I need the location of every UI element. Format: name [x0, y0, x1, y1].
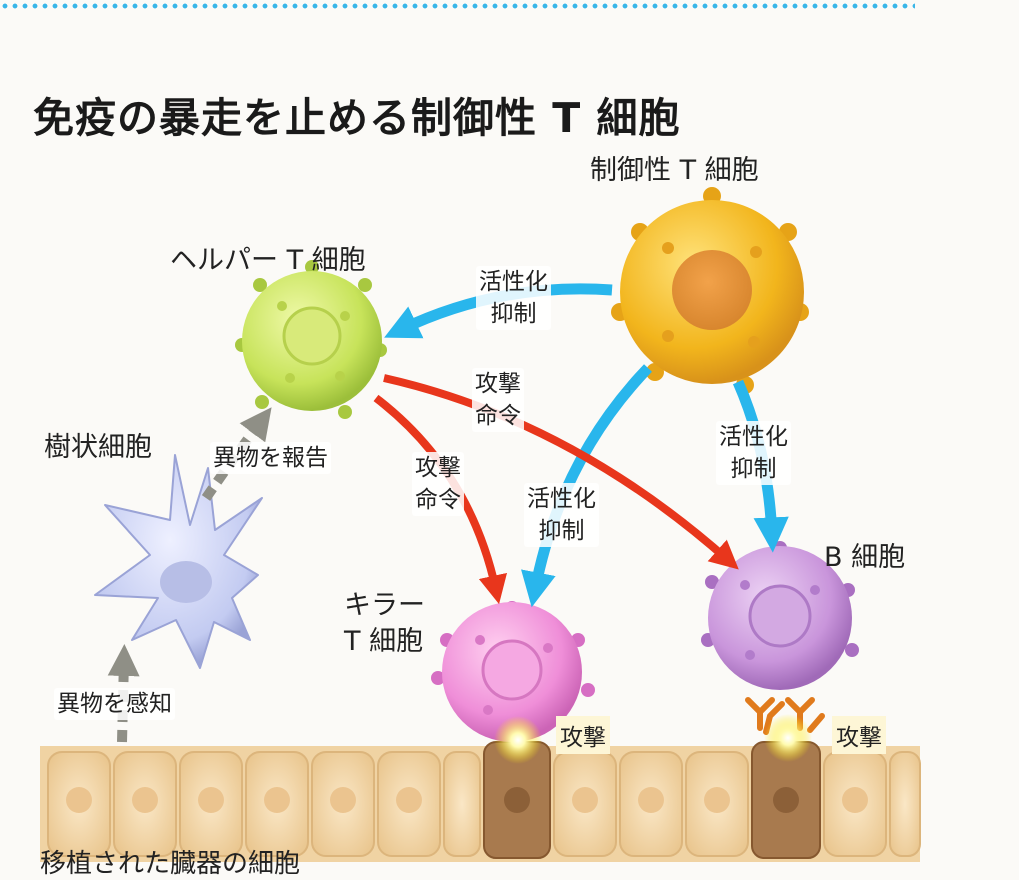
label-dendritic-cell: 樹状細胞 [44, 432, 152, 463]
label-helper-t-cell: ヘルパー T 細胞 [170, 245, 366, 276]
organ-tissue [40, 741, 921, 862]
attack-glow-1 [494, 716, 542, 764]
immune-diagram [40, 187, 921, 862]
dendritic-cell [94, 454, 263, 669]
label-suppression: 抑制 [730, 456, 777, 482]
label-regulatory-t-cell: 制御性 T 細胞 [590, 155, 759, 186]
label-killer-t-line2: T 細胞 [344, 626, 424, 657]
arrow-helper-to-b [383, 374, 739, 570]
label-order-word: 命令 [475, 403, 521, 429]
label-attack-order-b: 攻撃 命令 [472, 368, 524, 432]
label-sense-foreign: 異物を感知 [54, 688, 175, 720]
label-activation-suppression-helper: 活性化 抑制 [476, 266, 551, 330]
regulatory-t-cell [611, 187, 809, 394]
label-killer-t-line1: キラー [344, 590, 425, 621]
label-attack-killer: 攻撃 [556, 716, 610, 754]
label-report-foreign: 異物を報告 [210, 442, 331, 474]
helper-t-cell [235, 260, 387, 419]
label-attack-word: 攻撃 [475, 371, 521, 397]
label-attack-order-killer: 攻撃 命令 [412, 452, 464, 516]
label-order-word: 命令 [415, 487, 461, 513]
attack-glow-2 [764, 714, 812, 762]
tissue-cell-row [47, 741, 921, 859]
top-dotted-rule [0, 3, 915, 9]
label-activation-suppression-killer: 活性化 抑制 [524, 483, 599, 547]
label-attack-b: 攻撃 [832, 716, 886, 754]
killer-t-cell [431, 601, 595, 742]
label-activation: 活性化 [479, 269, 548, 295]
label-activation: 活性化 [719, 424, 788, 450]
label-activation: 活性化 [527, 486, 596, 512]
label-activation-suppression-b: 活性化 抑制 [716, 421, 791, 485]
b-cell [701, 541, 859, 690]
label-suppression: 抑制 [538, 518, 585, 544]
label-attack-word: 攻撃 [415, 455, 461, 481]
page-title: 免疫の暴走を止める制御性 T 細胞 [33, 94, 681, 142]
label-b-cell: B 細胞 [824, 542, 906, 573]
arrow-reg-to-killer [521, 364, 652, 608]
label-killer-t-cell: キラー T 細胞 [344, 588, 425, 660]
label-suppression: 抑制 [490, 301, 537, 327]
